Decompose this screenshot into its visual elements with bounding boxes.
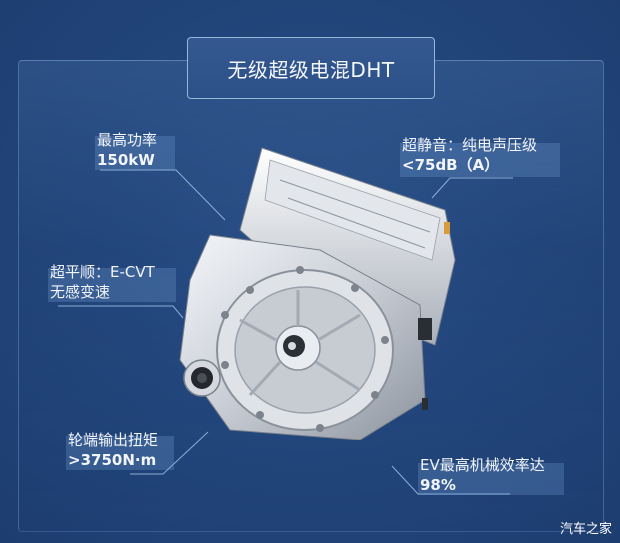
leader-smooth <box>58 305 184 319</box>
callout-efficiency: EV最高机械效率达 98% <box>418 455 564 495</box>
quiet-value: <75dB（A） <box>402 156 500 174</box>
smooth-value: 无感变速 <box>50 283 111 301</box>
engine-image <box>179 147 456 440</box>
leader-noise <box>431 177 513 199</box>
callout-smooth: 超平顺：E-CVT 无感变速 <box>48 262 176 302</box>
smooth-label: 超平顺：E-CVT <box>50 263 155 281</box>
watermark: 汽车之家 <box>559 522 612 537</box>
efficiency-label: EV最高机械效率达 <box>420 456 545 474</box>
callout-quiet: 超静音：纯电声压级 <75dB（A） <box>400 135 560 177</box>
page-title: 无级超级电混DHT <box>187 37 435 99</box>
callout-highlight <box>95 136 175 170</box>
quiet-label: 超静音：纯电声压级 <box>402 136 538 154</box>
title-text: 无级超级电混DHT <box>227 57 395 82</box>
callout-torque: 轮端输出扭矩 >3750N·m <box>66 430 174 470</box>
leader-torque <box>130 431 209 475</box>
leader-power <box>100 169 226 221</box>
callout-highlight <box>48 268 176 302</box>
callout-highlight <box>66 436 174 470</box>
torque-label: 轮端输出扭矩 <box>68 431 159 449</box>
max-power-value: 150kW <box>97 151 155 169</box>
callout-highlight <box>400 143 560 177</box>
efficiency-value: 98% <box>420 476 456 494</box>
leader-efficiency <box>391 465 510 495</box>
torque-value: >3750N·m <box>68 451 157 469</box>
callout-max-power: 最高功率 150kW <box>95 130 175 170</box>
callout-highlight <box>418 463 564 495</box>
max-power-label: 最高功率 <box>97 131 158 149</box>
